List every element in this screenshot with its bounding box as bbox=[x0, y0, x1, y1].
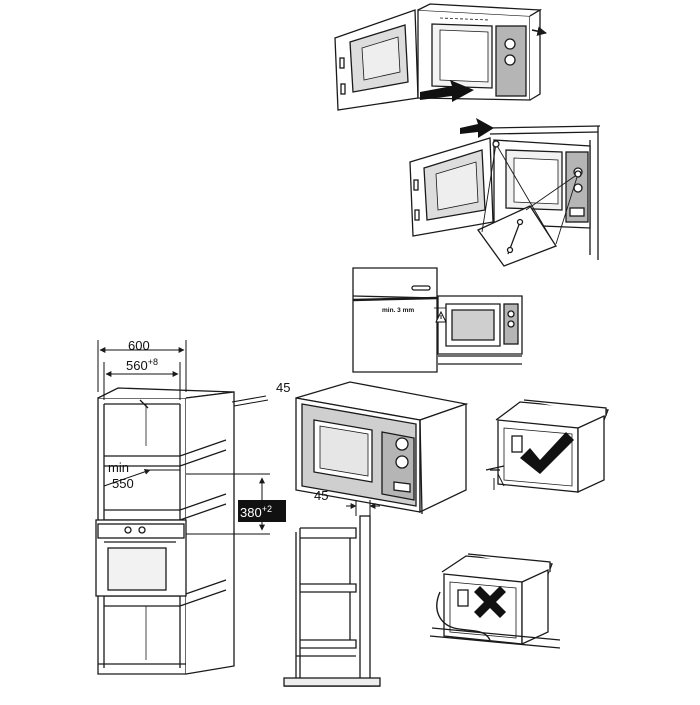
min-depth-label: 550 bbox=[112, 476, 134, 491]
push-arrow-1 bbox=[420, 80, 474, 102]
step-fix-screws bbox=[409, 125, 601, 267]
depth-offset-side-label: 45 bbox=[314, 488, 328, 503]
dimension-min-550 bbox=[103, 468, 180, 487]
niche-width-label: 560+8 bbox=[126, 357, 158, 373]
tall-cabinet bbox=[95, 387, 235, 675]
correct-installation bbox=[485, 399, 609, 494]
gap-label: min. 3 mm bbox=[382, 307, 414, 314]
dimension-45-top bbox=[231, 395, 269, 407]
dimension-45-side bbox=[346, 500, 380, 516]
side-profile bbox=[283, 515, 381, 687]
check-mark-icon bbox=[520, 432, 574, 474]
push-arrow-2 bbox=[460, 118, 494, 138]
step-gap-detail bbox=[352, 267, 523, 373]
min-label: min bbox=[108, 460, 129, 475]
arrow-right-small-1 bbox=[531, 26, 547, 36]
niche-height-label: 380+2 bbox=[240, 504, 272, 520]
step-open-door-insert bbox=[334, 3, 543, 111]
dimension-600 bbox=[97, 340, 187, 392]
cabinet-width-label: 600 bbox=[128, 338, 150, 353]
niche-height-label-bg bbox=[238, 500, 286, 522]
dimension-560 bbox=[103, 362, 181, 400]
warning-triangle-icon bbox=[435, 310, 447, 323]
microwave-isometric bbox=[295, 381, 469, 515]
depth-offset-top-label: 45 bbox=[276, 380, 290, 395]
cross-mark-icon bbox=[474, 586, 506, 618]
